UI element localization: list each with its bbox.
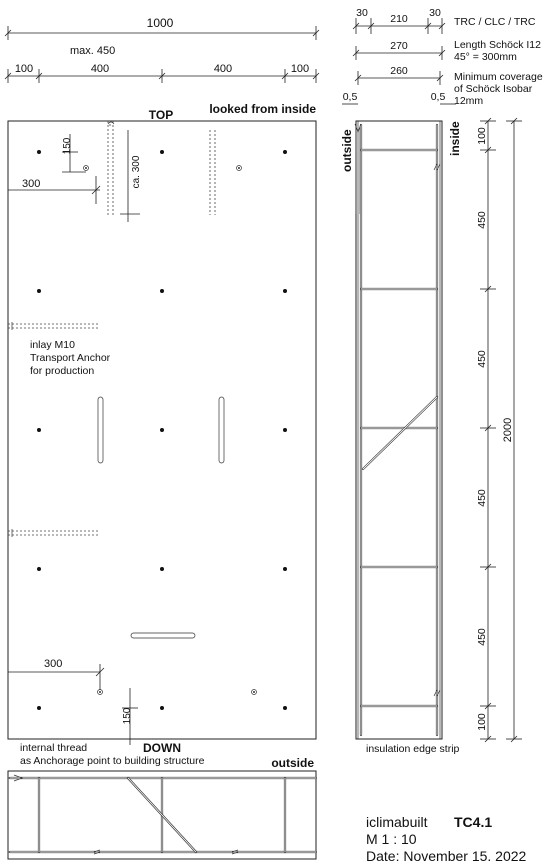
transport-anchor	[8, 323, 100, 329]
drawing-code: TC4.1	[454, 814, 492, 830]
dim-400-right: 400	[214, 63, 232, 75]
top-dimension-chain: 1000 max. 450 100 400 400 100	[4, 16, 320, 83]
anchor-hook	[107, 121, 115, 125]
v-dim-450a: 450	[476, 211, 488, 229]
v-dim-450d: 450	[476, 628, 488, 646]
dim-260: 260	[390, 65, 408, 77]
dim-ca300: ca. 300	[131, 155, 142, 188]
dim-270: 270	[390, 40, 408, 52]
vertical-bar-left	[97, 396, 104, 464]
down-label: DOWN	[143, 741, 181, 755]
dim-150-top: 150	[62, 137, 73, 154]
dim-30b: 30	[429, 7, 441, 19]
section-stirrups	[359, 148, 439, 708]
note-min3: 12mm	[454, 95, 483, 107]
dim-300-bottom: 300	[44, 658, 62, 670]
thread-line2: as Anchorage point to building structure	[20, 755, 205, 767]
dim-total: 1000	[147, 16, 174, 30]
dim-100-left: 100	[15, 63, 33, 75]
inlay-line2: Transport Anchor	[30, 352, 111, 364]
transport-anchor-2	[8, 530, 100, 536]
note-length1: Length Schöck I12	[454, 39, 541, 51]
connector-dots	[37, 150, 287, 710]
dim-30a: 30	[356, 7, 368, 19]
dim-100-right: 100	[291, 63, 309, 75]
note-min1: Minimum coverage	[454, 71, 543, 83]
note-trc: TRC / CLC / TRC	[454, 16, 536, 28]
note-length2: 45° = 300mm	[454, 51, 517, 63]
bottom-section: outside	[7, 756, 318, 860]
v-dim-100-bottom: 100	[476, 713, 488, 731]
top-label: TOP	[149, 108, 173, 122]
v-dim-2000: 2000	[502, 418, 514, 442]
dim-150-bottom: 150	[122, 707, 133, 724]
v-dim-450b: 450	[476, 350, 488, 368]
dim-05b: 0,5	[431, 91, 446, 103]
dim-300-top: 300	[22, 178, 40, 190]
panel-outline	[7, 120, 317, 740]
dim-05a: 0,5	[343, 91, 358, 103]
max-note: max. 450	[70, 45, 115, 57]
outside-label: outside	[340, 129, 354, 172]
company-name: iclimabuilt	[366, 814, 428, 830]
section-outline	[355, 120, 443, 740]
drawing-date: Date: November 15. 2022	[366, 848, 527, 864]
inside-label: inside	[448, 121, 462, 156]
dim-400-left: 400	[91, 63, 109, 75]
front-view-panel: TOP looked from inside 150 ca. 300 300	[7, 102, 317, 767]
dim-210: 210	[390, 13, 408, 25]
note-min2: of Schöck Isobar	[454, 83, 533, 95]
bottom-outside-label: outside	[271, 756, 314, 770]
thread-line1: internal thread	[20, 742, 87, 754]
vertical-bar-right	[218, 396, 225, 464]
bottom-stirrups	[37, 776, 287, 854]
drawing-scale: M 1 : 10	[366, 831, 417, 847]
v-dim-450c: 450	[476, 489, 488, 507]
horizontal-bar	[130, 632, 196, 639]
v-dim-100-top: 100	[476, 127, 488, 145]
inlay-line3: for production	[30, 365, 94, 377]
section-dimensions: 30 210 30 TRC / CLC / TRC 270 Length Sch…	[342, 7, 543, 107]
title-block: iclimabuilt TC4.1 M 1 : 10 Date: Novembe…	[366, 814, 527, 864]
view-label: looked from inside	[209, 102, 316, 116]
vertical-section: outside inside insulation edge strip	[340, 120, 462, 755]
inlay-line1: inlay M10	[30, 339, 75, 351]
top-anchor-left	[107, 121, 114, 215]
top-anchor-right	[209, 130, 216, 215]
bottom-section-outline	[7, 770, 317, 860]
vertical-dimension-chain: 100 450 450 450 450 100 2000	[476, 117, 522, 743]
insulation-label: insulation edge strip	[366, 743, 460, 755]
